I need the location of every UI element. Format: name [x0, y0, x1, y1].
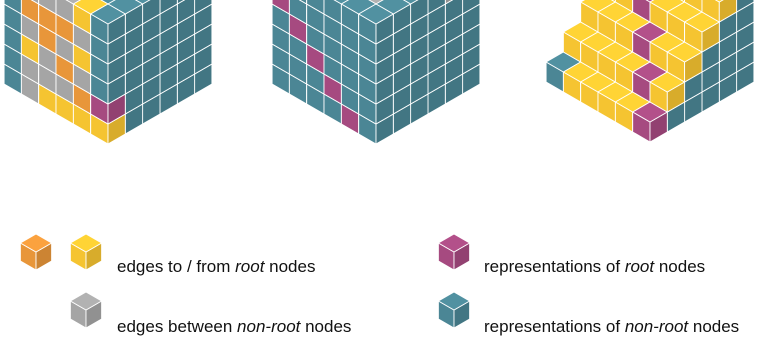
- legend-label-nonroot-edges: edges between non-root nodes: [117, 317, 352, 336]
- cube-face-top: [358, 3, 394, 25]
- cube-face-right: [718, 0, 738, 23]
- legend-swatch-orange: [19, 233, 53, 271]
- cube-face-top: [69, 233, 103, 253]
- cube-face-top: [69, 291, 103, 311]
- comb-cube-figure: [271, 0, 481, 145]
- cube-face-top: [19, 233, 53, 253]
- legend-swatch-teal: [437, 291, 471, 329]
- legend-swatch-gray: [69, 291, 103, 329]
- legend-label-nonroot-representations: representations of non-root nodes: [484, 317, 740, 336]
- cube-face-top: [90, 3, 126, 25]
- cube-face-top: [714, 0, 724, 3]
- staircase-cube-figure: [545, 0, 755, 143]
- cube-face-top: [437, 233, 471, 253]
- legend-swatch-magenta: [437, 233, 471, 271]
- legend-label-root-representations: representations of root nodes: [484, 257, 706, 276]
- legend-label-root-edges: edges to / from root nodes: [117, 257, 316, 276]
- legend-swatch-yellow: [69, 233, 103, 271]
- full-cube-figure: [3, 0, 213, 145]
- cube-face-top: [437, 291, 471, 311]
